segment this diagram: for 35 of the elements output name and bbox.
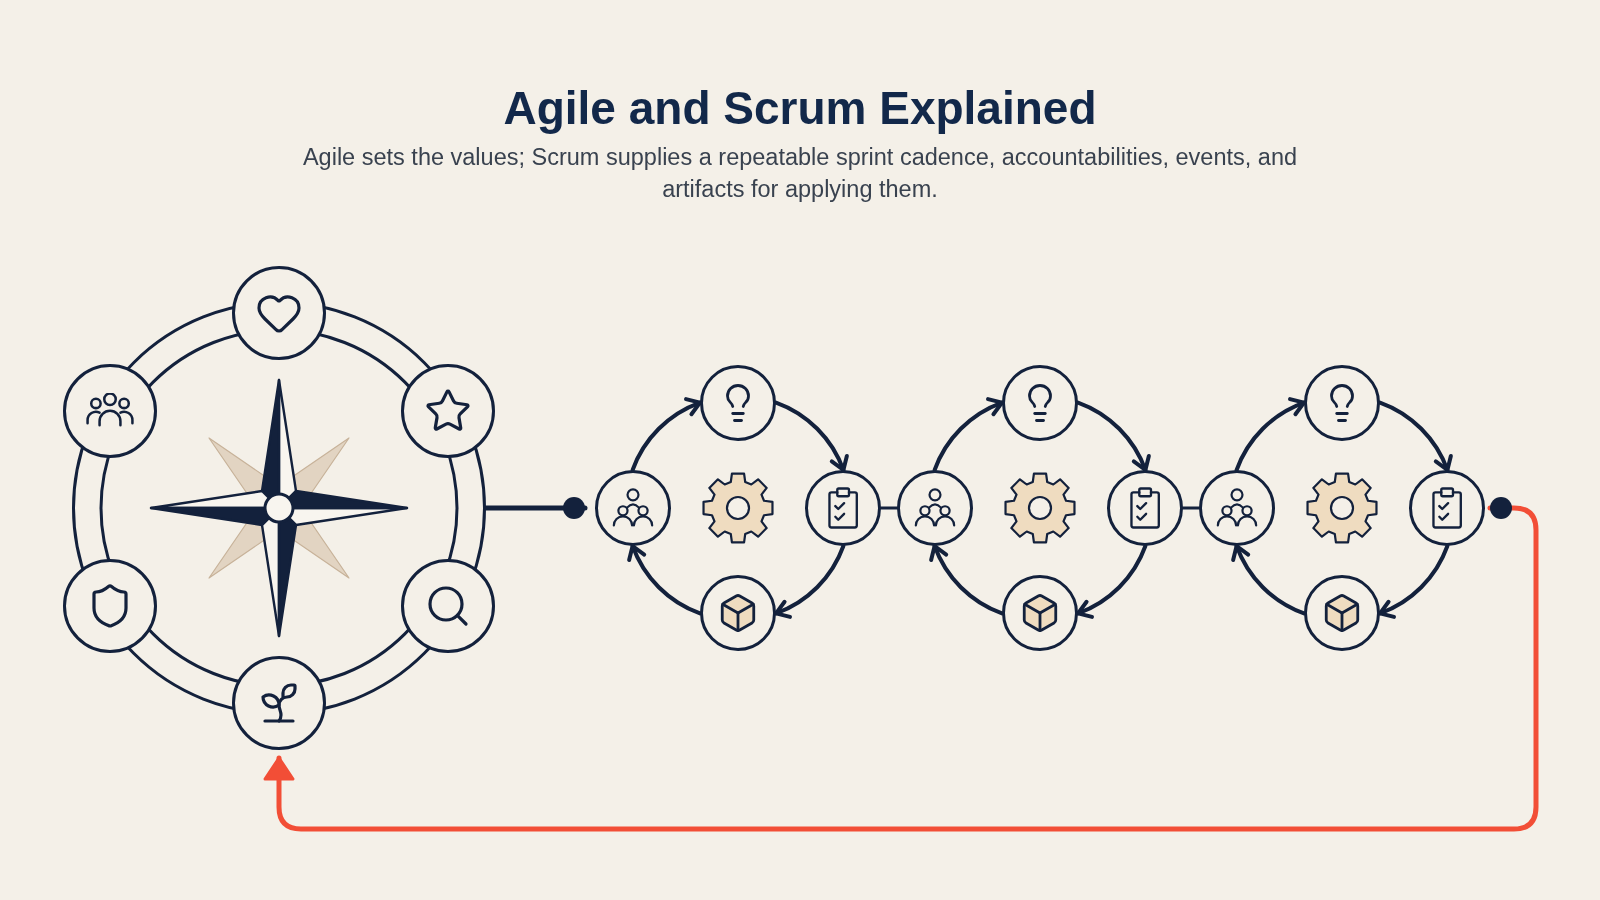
arrow bbox=[1234, 398, 1306, 472]
arrow bbox=[1378, 400, 1452, 472]
icon-circle bbox=[1199, 470, 1275, 546]
arrow bbox=[932, 398, 1004, 472]
loop-back-arrow bbox=[263, 497, 1539, 832]
title: Agile and Scrum Explained bbox=[503, 81, 1097, 136]
arrow bbox=[930, 544, 1004, 616]
icon-circle bbox=[700, 365, 776, 441]
icon-circle bbox=[805, 470, 881, 546]
subtitle: Agile sets the values; Scrum supplies a repeatable sprint cadence, accountabilities, events, and artifacts for applying them. bbox=[301, 143, 1299, 204]
arrow bbox=[774, 400, 848, 472]
icon-circle bbox=[63, 363, 158, 458]
icon-circle bbox=[232, 656, 326, 750]
connector-line bbox=[1181, 506, 1201, 510]
arrow bbox=[628, 544, 702, 616]
icon-circle bbox=[1304, 575, 1380, 651]
icon-circle bbox=[595, 470, 671, 546]
icon-circle bbox=[1409, 470, 1485, 546]
arrow bbox=[1378, 544, 1450, 618]
arrow bbox=[1232, 544, 1306, 616]
icon-circle bbox=[1002, 575, 1078, 651]
icon-circle bbox=[63, 558, 158, 653]
icon-circle bbox=[1304, 365, 1380, 441]
icon-circle bbox=[1002, 365, 1078, 441]
icon-circle bbox=[232, 266, 326, 360]
connector-line bbox=[879, 506, 899, 510]
icon-circle bbox=[700, 575, 776, 651]
icon-circle bbox=[897, 470, 973, 546]
arrow bbox=[1076, 544, 1148, 618]
arrow bbox=[630, 398, 702, 472]
icon-circle bbox=[400, 363, 495, 458]
icon-circle bbox=[1107, 470, 1183, 546]
icon-circle bbox=[400, 558, 495, 653]
arrow bbox=[774, 544, 846, 618]
arrow bbox=[1076, 400, 1150, 472]
